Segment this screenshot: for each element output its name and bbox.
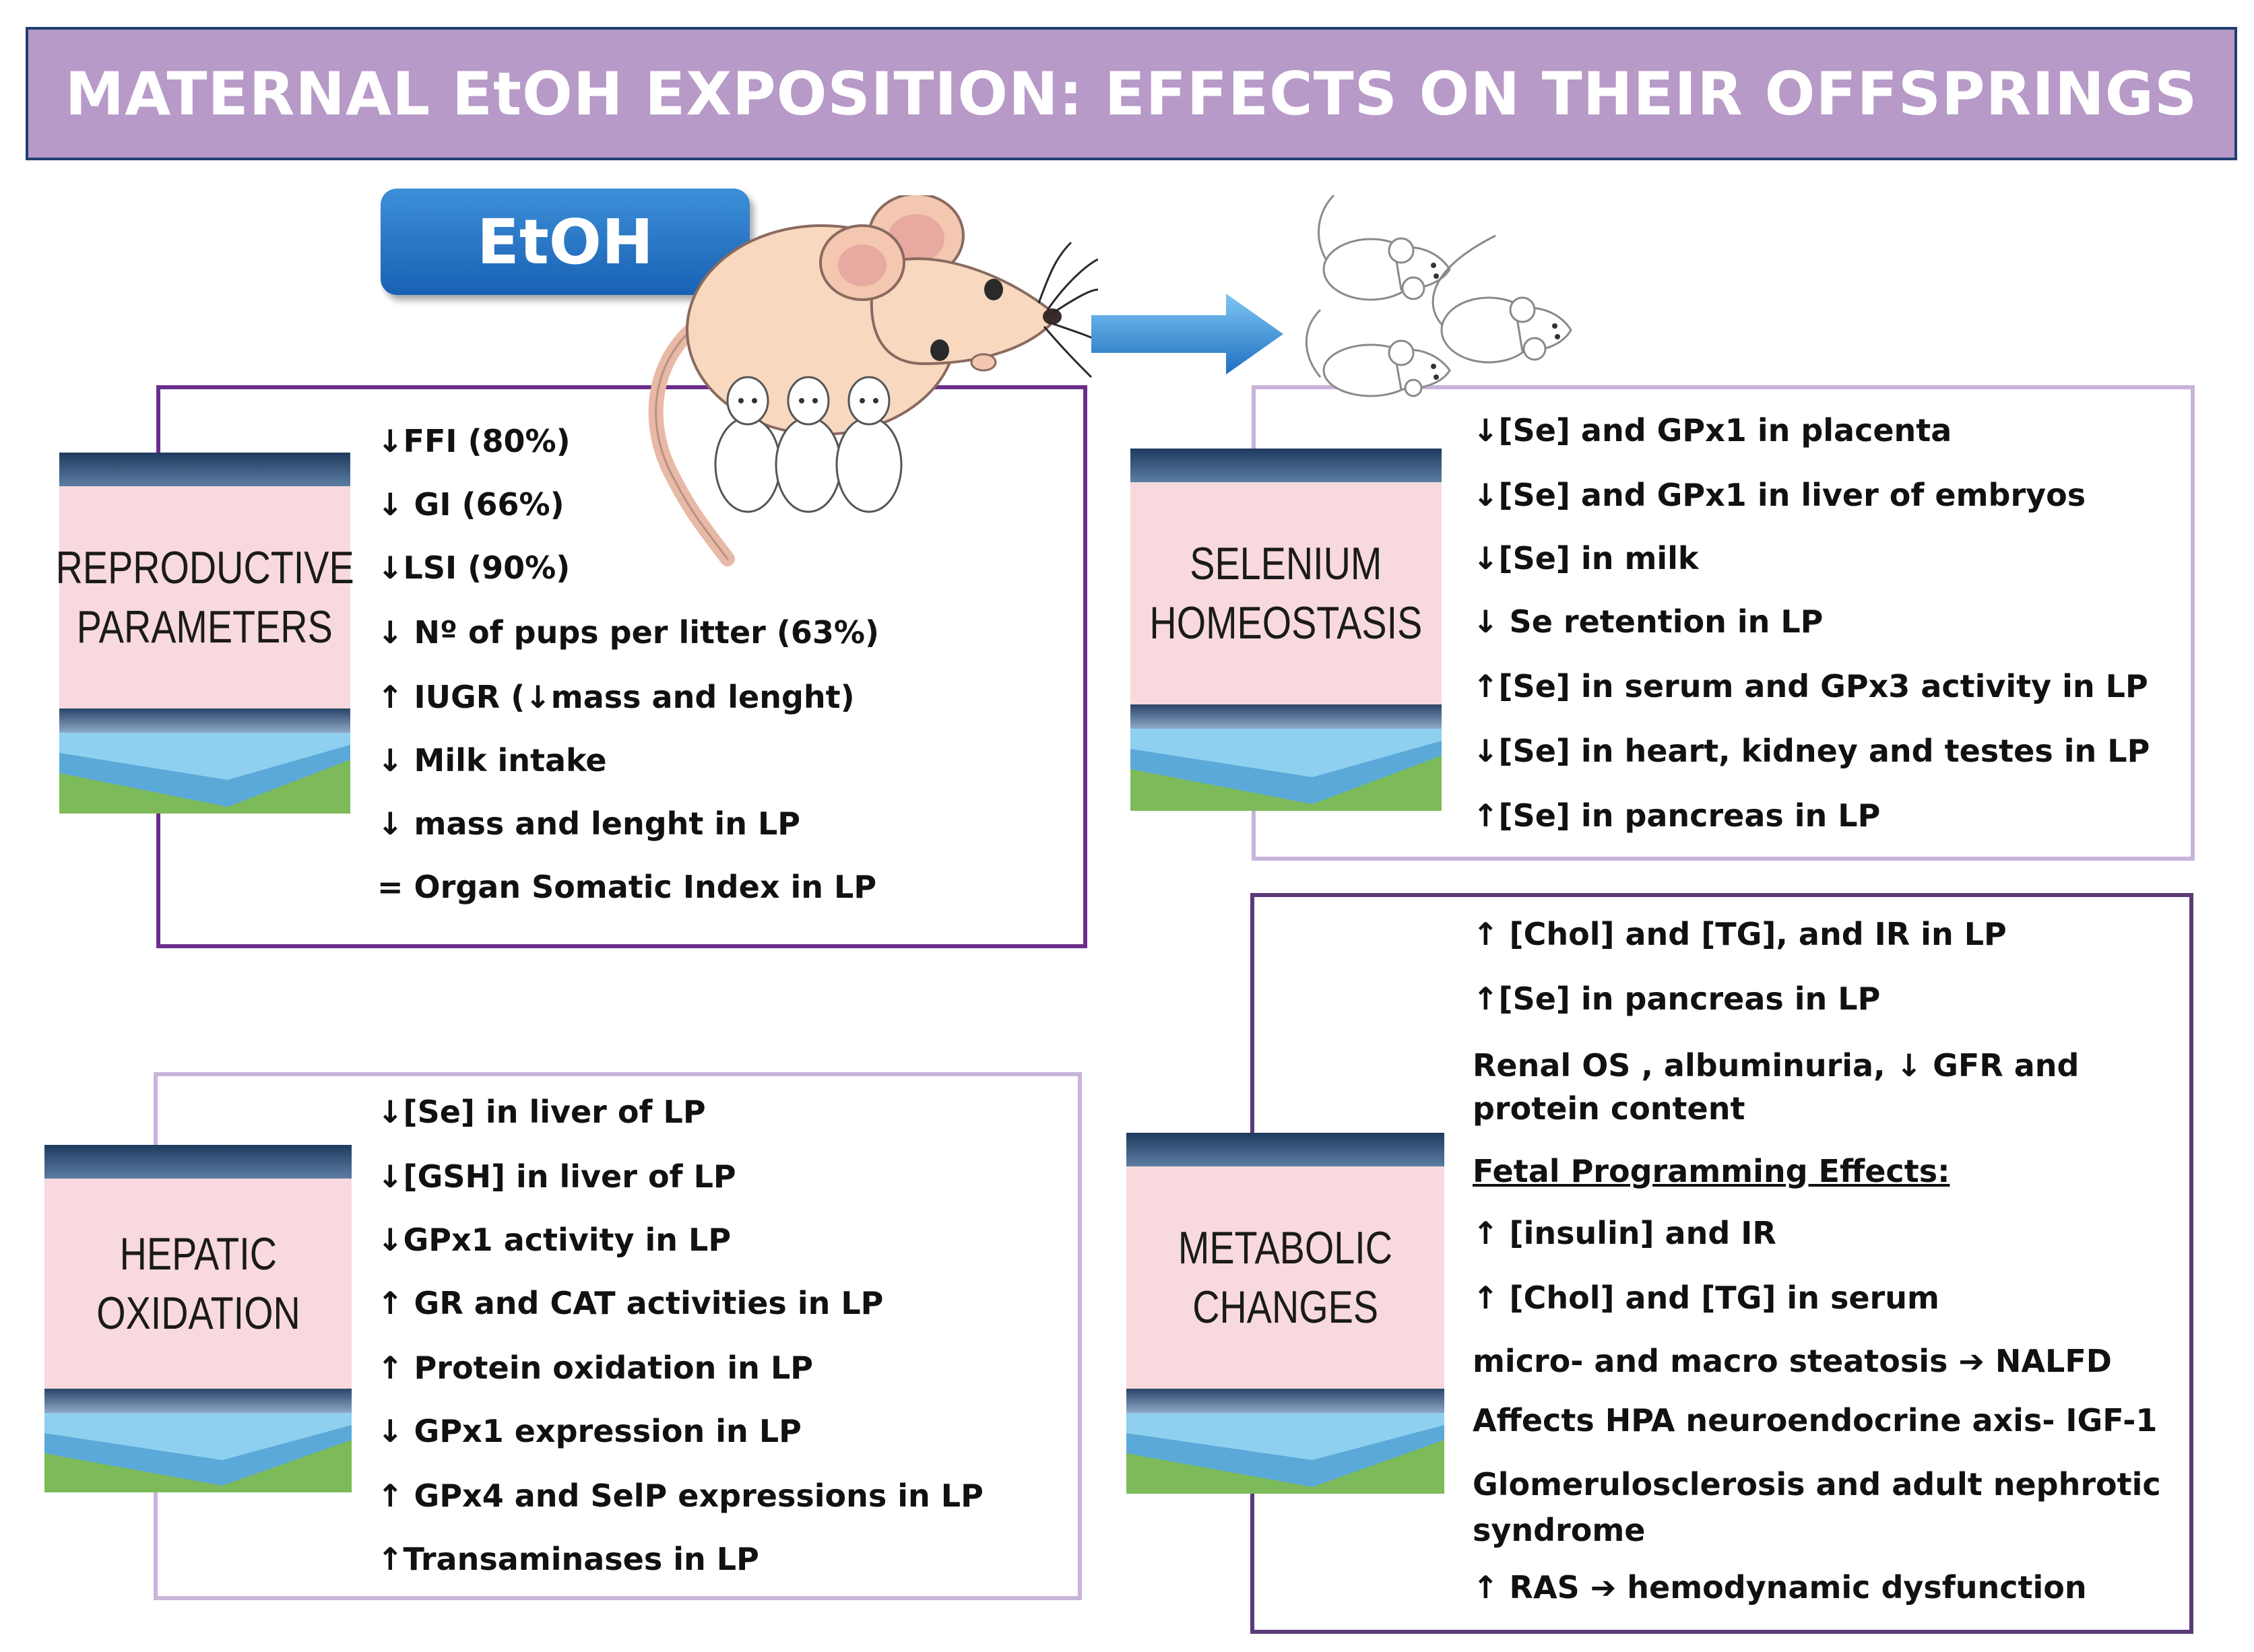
list-item: Renal OS , albuminuria, ↓ GFR and protei… — [1473, 1047, 2080, 1127]
list-item: ↓ GPx1 expression in LP — [377, 1413, 802, 1449]
selenium-label-line2: HOMEOSTASIS — [1149, 597, 1423, 649]
etoh-label: EtOH — [476, 205, 654, 278]
reproductive-label-line2: PARAMETERS — [76, 601, 333, 653]
list-item: ↑ GR and CAT activities in LP — [377, 1285, 884, 1321]
list-item: ↑ [Chol] and [TG], and IR in LP — [1473, 916, 2007, 952]
diagram-title: MATERNAL EtOH EXPOSITION: EFFECTS ON THE… — [65, 59, 2198, 129]
list-item: ↑ [Chol] and [TG] in serum — [1473, 1280, 1939, 1316]
list-item: ↑ GPx4 and SelP expressions in LP — [377, 1478, 984, 1514]
list-item: ↓ GI (66%) — [377, 486, 565, 523]
hepatic-label-card: HEPATIC OXIDATION — [44, 1145, 352, 1492]
metabolic-label-card: METABOLIC CHANGES — [1126, 1133, 1444, 1494]
reproductive-label-line1: REPRODUCTIVE — [55, 541, 354, 593]
list-item: ↓[Se] and GPx1 in liver of embryos — [1473, 477, 2086, 513]
list-item: ↓[GSH] in liver of LP — [377, 1158, 736, 1195]
right-arrow-icon — [1091, 294, 1283, 374]
list-item: ↑Transaminases in LP — [377, 1541, 759, 1577]
list-item: ↓ Se retention in LP — [1473, 603, 1824, 640]
selenium-label-line1: SELENIUM — [1190, 537, 1382, 589]
reproductive-label-card: REPRODUCTIVE PARAMETERS — [55, 453, 354, 814]
list-item: ↓ Milk intake — [377, 742, 607, 779]
list-item: Affects HPA neuroendocrine axis- IGF-1 — [1473, 1402, 2158, 1439]
list-item: ↑[Se] in pancreas in LP — [1473, 981, 1881, 1017]
list-item: ↑ [insulin] and IR — [1473, 1215, 1776, 1251]
list-item: ↓FFI (80%) — [377, 423, 571, 459]
list-item: = Organ Somatic Index in LP — [377, 869, 877, 905]
list-item: micro- and macro steatosis ➔ NALFD — [1473, 1343, 2112, 1379]
list-item: ↓ mass and lenght in LP — [377, 805, 800, 842]
list-item: Glomerulosclerosis and adult nephrotic s… — [1473, 1466, 2161, 1548]
pup-mouse-icon — [714, 376, 903, 513]
hepatic-label-line1: HEPATIC — [119, 1228, 277, 1280]
list-item: ↑ RAS ➔ hemodynamic dysfunction — [1473, 1569, 2087, 1606]
list-item: ↑[Se] in pancreas in LP — [1473, 797, 1881, 834]
list-item: ↓ Nº of pups per litter (63%) — [377, 614, 880, 651]
list-item: ↓LSI (90%) — [377, 550, 571, 586]
hepatic-label-line2: OXIDATION — [96, 1288, 300, 1339]
list-item: ↓[Se] and GPx1 in placenta — [1473, 412, 1952, 449]
selenium-label-card: SELENIUM HOMEOSTASIS — [1130, 449, 1442, 811]
list-item: ↓GPx1 activity in LP — [377, 1222, 732, 1258]
card-stripe-icon — [59, 733, 350, 814]
title-banner: MATERNAL EtOH EXPOSITION: EFFECTS ON THE… — [26, 27, 2237, 160]
etoh-label-box: EtOH — [381, 189, 750, 295]
list-item: ↑[Se] in serum and GPx3 activity in LP — [1473, 668, 2148, 704]
list-item: ↑ IUGR (↓mass and lenght) — [377, 679, 855, 715]
offspring-mice-icon — [1305, 194, 1572, 397]
metabolic-label-line2: CHANGES — [1192, 1282, 1378, 1333]
list-item: ↓[Se] in milk — [1473, 540, 1699, 576]
list-item-heading: Fetal Programming Effects: — [1473, 1153, 1950, 1189]
card-stripe-icon — [1130, 729, 1442, 811]
list-item: ↑ Protein oxidation in LP — [377, 1350, 813, 1386]
list-item: ↓[Se] in liver of LP — [377, 1094, 706, 1130]
metabolic-label-line1: METABOLIC — [1178, 1222, 1393, 1274]
card-stripe-icon — [1126, 1413, 1444, 1494]
list-item: ↓[Se] in heart, kidney and testes in LP — [1473, 733, 2150, 769]
card-stripe-icon — [44, 1413, 352, 1492]
